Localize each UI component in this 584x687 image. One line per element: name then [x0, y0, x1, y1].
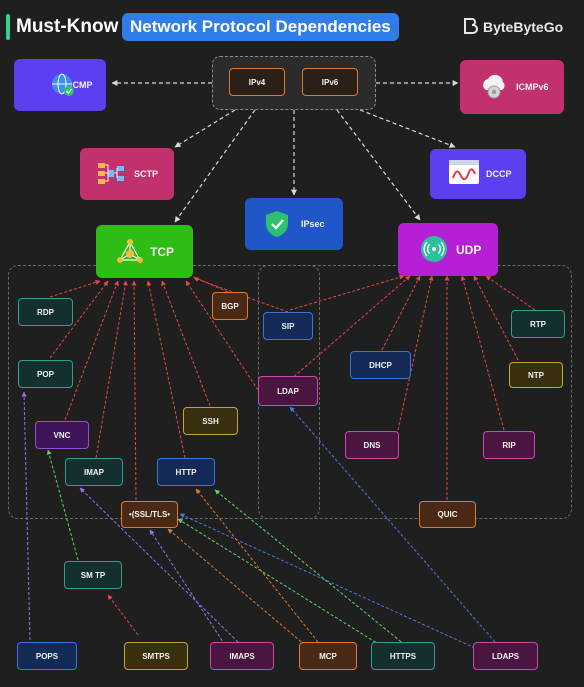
node-rip: RIP	[483, 431, 535, 459]
arrow-rip-udp	[460, 275, 505, 431]
arrow-imaps-ssl	[149, 529, 226, 646]
node-ipsec: IPsec	[245, 198, 343, 250]
node-vnc: VNC	[35, 421, 89, 449]
arrow-rtp-udp	[485, 275, 536, 311]
arrow-sip-tcp	[193, 277, 289, 313]
title-accent-bar	[6, 14, 10, 40]
label-ipsec: IPsec	[301, 219, 325, 229]
arrow-tcp-ip	[174, 109, 256, 223]
node-icmp: ICMP	[14, 59, 106, 111]
arrow-udp-ip	[336, 109, 421, 221]
label-icmp: ICMP	[70, 80, 93, 90]
node-dns: DNS	[345, 431, 399, 459]
bytebytego-logo-icon	[464, 18, 478, 34]
arrow-smtp-vnc	[46, 449, 79, 561]
node-http: HTTP	[157, 458, 215, 486]
label-icmpv6: ICMPv6	[516, 82, 549, 92]
arrow-ldap-tcp	[185, 280, 259, 391]
tcp-mesh-icon	[117, 239, 143, 263]
node-ntp: NTP	[509, 362, 563, 388]
node-pops: POPS	[17, 642, 77, 670]
globe-check-icon	[52, 73, 74, 96]
arrow-https-http	[214, 489, 406, 646]
arrow-dccp-ip	[359, 109, 456, 148]
label-dccp: DCCP	[486, 169, 512, 179]
arrow-http-tcp	[146, 280, 186, 459]
network-tree-icon	[98, 163, 124, 184]
shield-check-icon	[266, 211, 288, 237]
arrow-sip-udp	[289, 274, 405, 311]
brand-name: ByteByteGo	[483, 19, 564, 35]
label-udp: UDP	[456, 242, 482, 257]
node-rdp: RDP	[18, 298, 73, 326]
arrow-sctp-ip	[174, 109, 236, 148]
arrow-dns-udp	[397, 275, 434, 431]
arrow-ssl-tcp	[131, 280, 137, 501]
arrow-imaps-imap	[79, 487, 239, 643]
node-ssh: SSH	[183, 407, 238, 435]
node-quic: QUIC	[419, 501, 476, 528]
node-dccp: DCCP	[430, 149, 526, 199]
node-udp: UDP	[398, 223, 498, 276]
title-prefix: Must-Know	[16, 16, 119, 37]
arrow-rdp-tcp	[49, 279, 101, 298]
arrow-ldap-udp	[289, 275, 411, 381]
arrow-ldaps-ldap	[289, 406, 496, 643]
arrow-pop-tcp	[49, 280, 109, 359]
node-ipv4: IPv4	[229, 68, 285, 96]
cloud-gear-icon	[483, 74, 505, 99]
label-sctp: SCTP	[134, 169, 159, 179]
arrow-pops-pop	[21, 391, 31, 641]
node-icmpv6: ICMPv6	[460, 60, 564, 114]
arrow-ntp-udp	[473, 275, 519, 361]
browser-wave-icon	[449, 160, 479, 184]
arrow-ldaps-ssl	[179, 513, 476, 649]
node-ldap: LDAP	[258, 376, 318, 406]
node-sctp: SCTP	[80, 148, 174, 200]
arrow-dhcp-udp	[381, 275, 421, 351]
node-smtps: SMTPS	[124, 642, 188, 670]
node-pop: POP	[18, 360, 73, 388]
arrow-https-ssl	[177, 518, 381, 646]
node-imap: IMAP	[65, 458, 123, 486]
node-tcp: TCP	[96, 225, 193, 278]
node-https: HTTPS	[371, 642, 435, 670]
node-bgp: BGP	[212, 292, 248, 320]
title-highlight: Network Protocol Dependencies	[122, 13, 399, 41]
node-imaps: IMAPS	[210, 642, 274, 670]
node-ldaps: LDAPS	[473, 642, 538, 670]
wireless-signal-icon	[421, 236, 447, 262]
label-tcp: TCP	[150, 244, 174, 259]
node-rtp: RTP	[511, 310, 565, 338]
node-mcp: MCP	[299, 642, 357, 670]
arrow-imap-tcp	[95, 280, 128, 459]
node-smtp: SM TP	[64, 561, 122, 589]
arrow-ssh-tcp	[161, 280, 211, 407]
arrow-mcp-http	[195, 488, 319, 643]
node-dhcp: DHCP	[350, 351, 411, 379]
node-ipv6: IPv6	[302, 68, 358, 96]
arrow-smtps-smtp	[107, 594, 139, 636]
brand: ByteByteGo	[462, 16, 563, 38]
node-sip: SIP	[263, 312, 313, 340]
node-ssl-tls: •(SSL/TLS•	[121, 501, 178, 528]
